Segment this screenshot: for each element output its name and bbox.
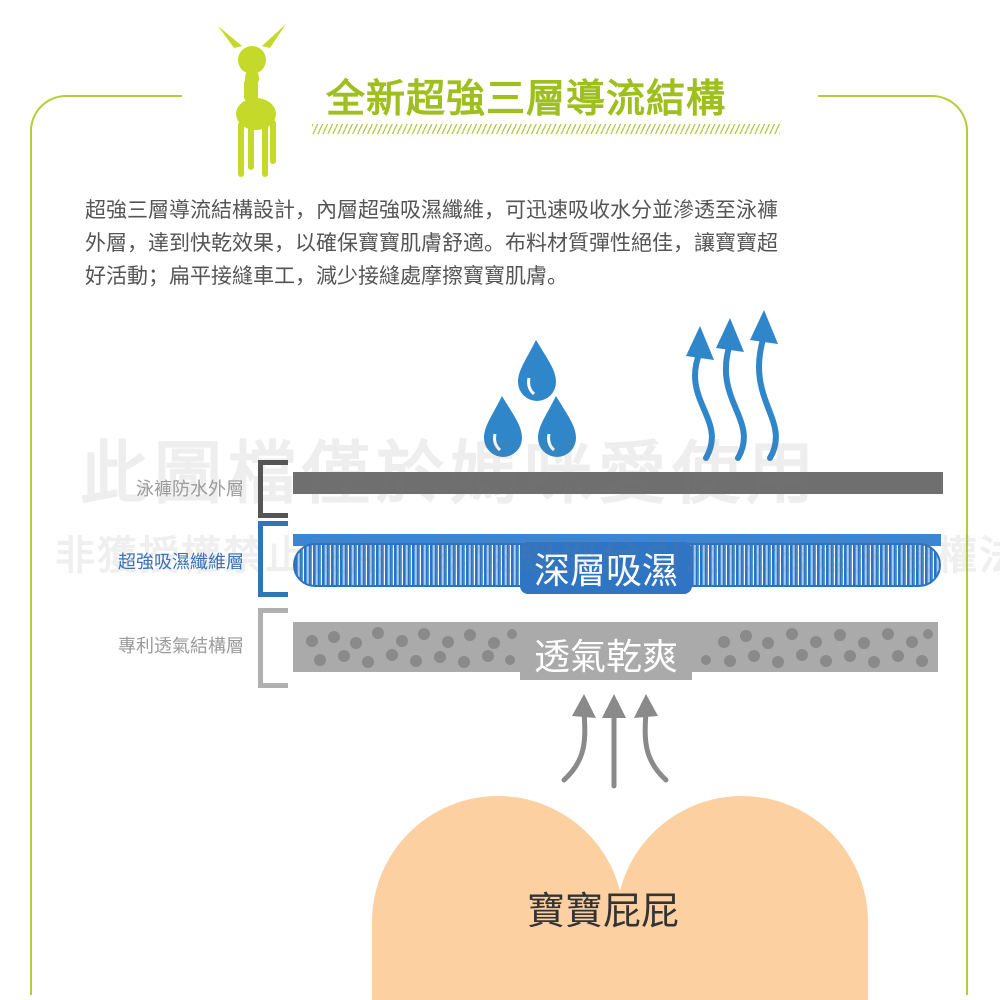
description-line: 好活動；扁平接縫車工，減少接縫處摩擦寶寶肌膚。	[85, 264, 568, 288]
watermark-line: 非獲授權禁止使用，即使經部分引用依法追究侵權法律責任	[55, 533, 1000, 579]
absorb-layer-caption: 深層吸濕	[520, 542, 693, 594]
description-line: 外層，達到快乾效果，以確保寶寶肌膚舒適。布料材質彈性絕佳，讓寶寶超	[85, 231, 778, 255]
outer-layer-bracket	[258, 460, 288, 518]
breathable-dots	[306, 627, 933, 668]
outer-layer-label: 泳褲防水外層	[136, 479, 244, 500]
title-mask	[182, 80, 818, 120]
deer-logo-icon	[218, 24, 286, 177]
breathable-layer-label: 專利透氣結構層	[118, 636, 244, 657]
steam-arrow-icon	[692, 333, 779, 461]
page-title: 全新超強三層導流結構	[326, 77, 727, 122]
baby-bottom-shape	[372, 796, 868, 1000]
breathable-layer-bracket	[258, 608, 288, 688]
absorb-layer-bracket	[258, 521, 288, 597]
description: 超強三層導流結構設計，內層超強吸濕纖維，可迅速吸收水分並滲透至泳褲 外層，達到快…	[85, 194, 930, 293]
outer-layer-bar	[293, 472, 943, 494]
watermark-line: 此圖檔僅於媽咪愛使用	[80, 435, 821, 514]
absorb-layer-label: 超強吸濕纖維層	[118, 552, 244, 573]
breathable-layer-caption: 透氣乾爽	[520, 628, 693, 680]
baby-bottom-label: 寶寶屁屁	[527, 889, 680, 933]
air-arrow-icon	[561, 709, 669, 789]
description-line: 超強三層導流結構設計，內層超強吸濕纖維，可迅速吸收水分並滲透至泳褲	[85, 198, 778, 222]
title-underline	[312, 124, 780, 134]
